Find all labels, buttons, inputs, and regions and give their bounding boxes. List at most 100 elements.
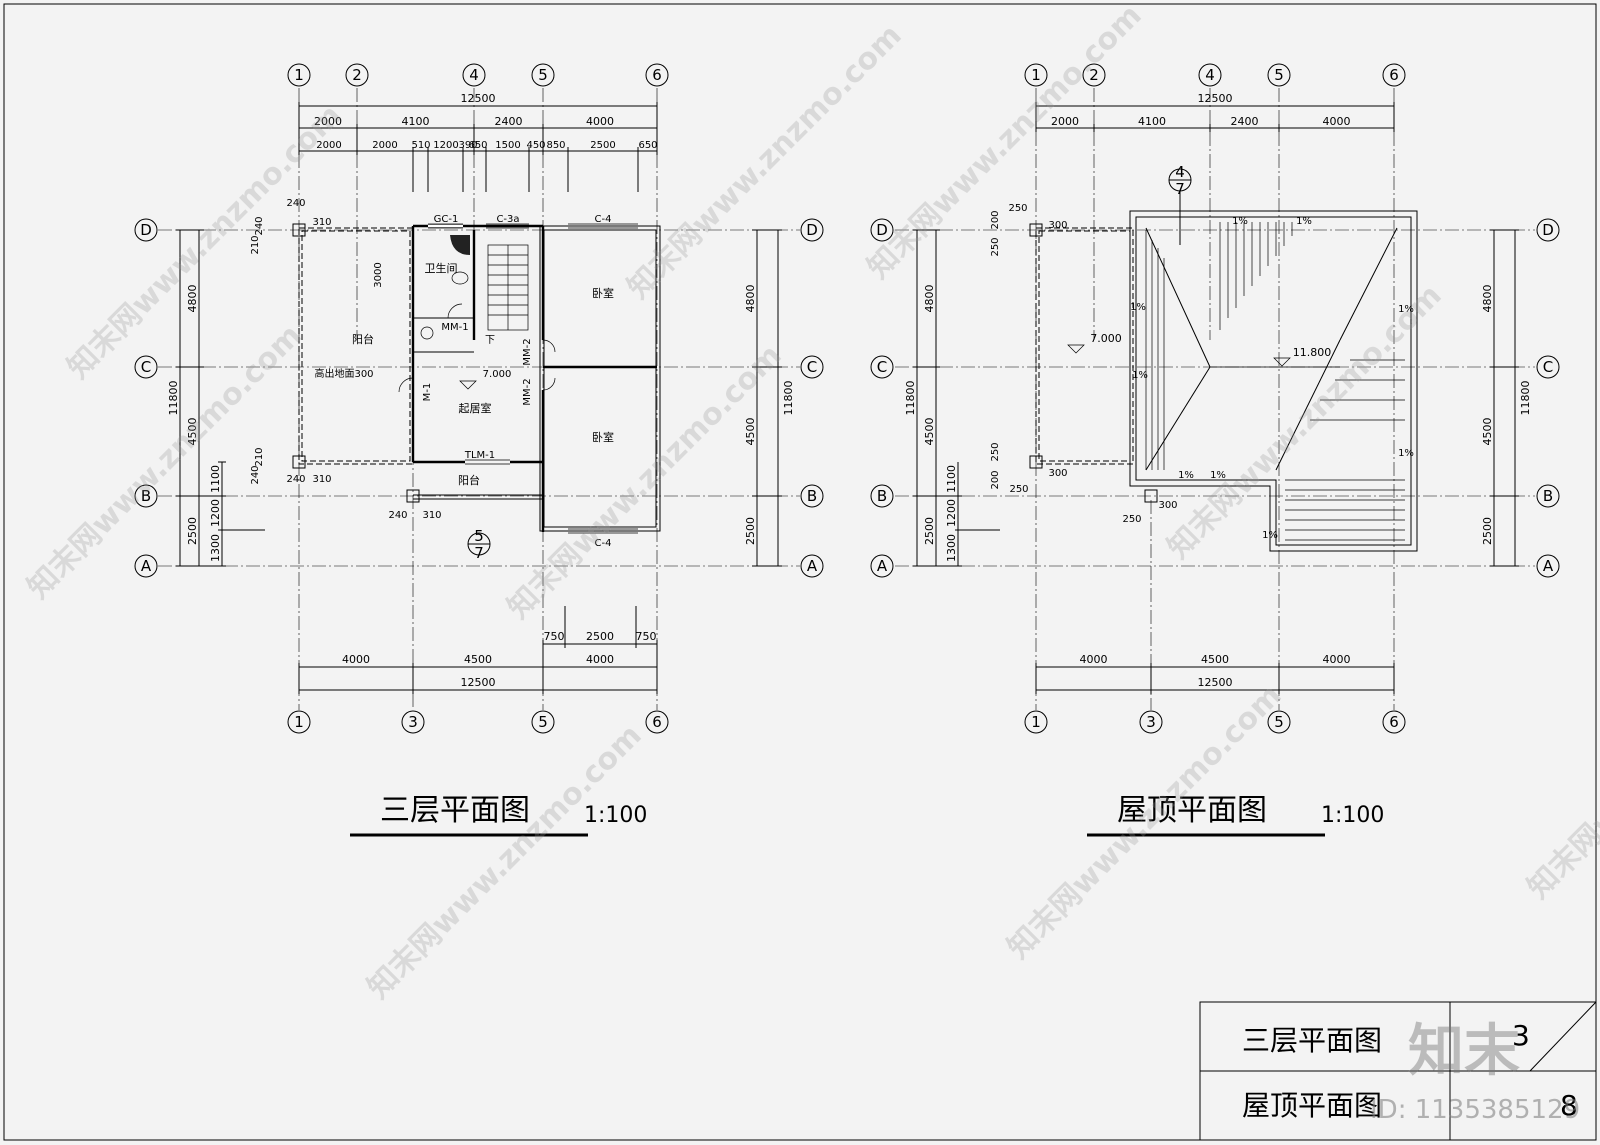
roof-outline bbox=[1029, 210, 1418, 552]
dim-right: 2500 bbox=[744, 517, 757, 545]
axis-label-bottom: 3 bbox=[408, 713, 418, 731]
slope-label: 1% bbox=[1178, 470, 1194, 481]
axis-label-right: B bbox=[807, 487, 817, 505]
dim-bottom-row1: 750 bbox=[636, 630, 657, 643]
dim-bottom-row2: 4000 bbox=[342, 653, 370, 666]
axis-label-left: A bbox=[877, 557, 888, 575]
plan-scale: 1:100 bbox=[584, 803, 647, 828]
dim-top-row1: 4100 bbox=[1138, 115, 1166, 128]
bottom-dimensions bbox=[298, 606, 658, 694]
column-dim: 240 bbox=[254, 216, 265, 235]
roof-plan bbox=[870, 63, 1560, 837]
column-dim: 250 bbox=[1009, 484, 1028, 495]
column-dim: 200 bbox=[990, 470, 1001, 489]
column-dim: 200 bbox=[990, 210, 1001, 229]
column-dim: 240 bbox=[388, 510, 407, 521]
title-block-sheet-total: 8 bbox=[1560, 1089, 1578, 1122]
axis-label-top: 5 bbox=[1274, 66, 1284, 84]
slope-label: 1% bbox=[1262, 530, 1278, 541]
column-dim: 300 bbox=[1048, 468, 1067, 479]
axis-label-top: 4 bbox=[1205, 66, 1215, 84]
column-dim: 240 bbox=[286, 474, 305, 485]
plan-scale: 1:100 bbox=[1321, 803, 1384, 828]
room-label: 卫生间 bbox=[425, 261, 458, 275]
axis-label-left: D bbox=[140, 221, 152, 239]
dim-bottom-row2: 4000 bbox=[1080, 653, 1108, 666]
dim-bottom-row2: 4000 bbox=[586, 653, 614, 666]
axis-label-top: 6 bbox=[652, 66, 662, 84]
plan-label: C-4 bbox=[595, 214, 612, 225]
watermark-text: 知末网www.znzmo.com bbox=[1161, 278, 1449, 566]
dim-bottom-total: 12500 bbox=[1198, 676, 1233, 689]
axis-label-left: D bbox=[876, 221, 888, 239]
dim-top-row2: 650 bbox=[638, 140, 657, 151]
axis-label-right: B bbox=[1543, 487, 1553, 505]
plan-label: 高出地面300 bbox=[314, 367, 373, 380]
column-dim: 310 bbox=[312, 474, 331, 485]
walls bbox=[292, 223, 661, 534]
slope-label: 1% bbox=[1132, 370, 1148, 381]
axis-label-right: D bbox=[806, 221, 818, 239]
dim-bottom-row1: 750 bbox=[544, 630, 565, 643]
title-block bbox=[1199, 1001, 1597, 1141]
third-floor-plan bbox=[134, 63, 824, 837]
axis-label-top: 1 bbox=[1031, 66, 1041, 84]
axis-label-bottom: 5 bbox=[538, 713, 548, 731]
dim-left-inner: 1100 bbox=[209, 465, 222, 493]
dim-left: 4800 bbox=[186, 285, 199, 313]
watermark-text: 知末网www.znzmo.com bbox=[361, 718, 649, 1006]
dim-right: 4800 bbox=[1481, 285, 1494, 313]
plan-label: MM-2 bbox=[522, 378, 533, 405]
plan-label: TLM-1 bbox=[464, 450, 495, 461]
axis-label-left: B bbox=[877, 487, 887, 505]
axis-label-left: B bbox=[141, 487, 151, 505]
side-dimensions bbox=[913, 229, 1519, 567]
column-dim: 240 bbox=[286, 198, 305, 209]
axis-label-bottom: 6 bbox=[1389, 713, 1399, 731]
dim-top-row1: 4000 bbox=[586, 115, 614, 128]
axis-lines-vertical bbox=[298, 88, 658, 710]
dim-top-row2: 510 bbox=[411, 140, 430, 151]
dim-top-row2: 450 bbox=[526, 140, 545, 151]
axis-label-bottom: 1 bbox=[294, 713, 304, 731]
column-dim: 300 bbox=[1048, 220, 1067, 231]
dim-right: 4500 bbox=[744, 418, 757, 446]
dim-top-row1: 2000 bbox=[314, 115, 342, 128]
dim-top-row1: 4100 bbox=[402, 115, 430, 128]
dim-left-inner: 1300 bbox=[945, 534, 958, 562]
column-dim: 310 bbox=[422, 510, 441, 521]
dim-left-inner: 1200 bbox=[209, 499, 222, 527]
plan-title: 三层平面图 bbox=[380, 793, 530, 828]
dim-bottom-row2: 4000 bbox=[1323, 653, 1351, 666]
plan-label: 7.000 bbox=[483, 369, 512, 380]
dim-top-total: 12500 bbox=[1198, 92, 1233, 105]
axis-label-top: 6 bbox=[1389, 66, 1399, 84]
dim-left: 4800 bbox=[923, 285, 936, 313]
slope-label: 1% bbox=[1130, 302, 1146, 313]
watermark-logo: 知末 bbox=[1408, 1019, 1520, 1084]
sheet-border bbox=[3, 3, 1597, 1141]
dim-top-row1: 2000 bbox=[1051, 115, 1079, 128]
dim-left: 4500 bbox=[923, 418, 936, 446]
dim-top-row2: 2000 bbox=[316, 140, 341, 151]
axis-label-top: 1 bbox=[294, 66, 304, 84]
top-dimensions bbox=[298, 102, 658, 192]
elevation-label: 7.000 bbox=[1090, 332, 1122, 345]
dim-left-total: 11800 bbox=[167, 381, 180, 416]
axis-label-top: 4 bbox=[469, 66, 479, 84]
room-label: 卧室 bbox=[592, 430, 614, 444]
dim-bottom-total: 12500 bbox=[461, 676, 496, 689]
axis-label-bottom: 3 bbox=[1146, 713, 1156, 731]
elevation-label: 11.800 bbox=[1293, 346, 1332, 359]
dim-bottom-row1: 2500 bbox=[586, 630, 614, 643]
plan-label: MM-1 bbox=[441, 322, 468, 333]
dim-right: 4500 bbox=[1481, 418, 1494, 446]
dim-top-row1: 2400 bbox=[495, 115, 523, 128]
plan-title: 屋顶平面图 bbox=[1117, 793, 1267, 828]
dim-left-inner: 1100 bbox=[945, 465, 958, 493]
room-label: 阳台 bbox=[352, 332, 374, 346]
dim-top-total: 12500 bbox=[461, 92, 496, 105]
column-dim: 250 bbox=[1008, 203, 1027, 214]
axis-label-right: C bbox=[1543, 358, 1553, 376]
dim-top-row2: 850 bbox=[546, 140, 565, 151]
